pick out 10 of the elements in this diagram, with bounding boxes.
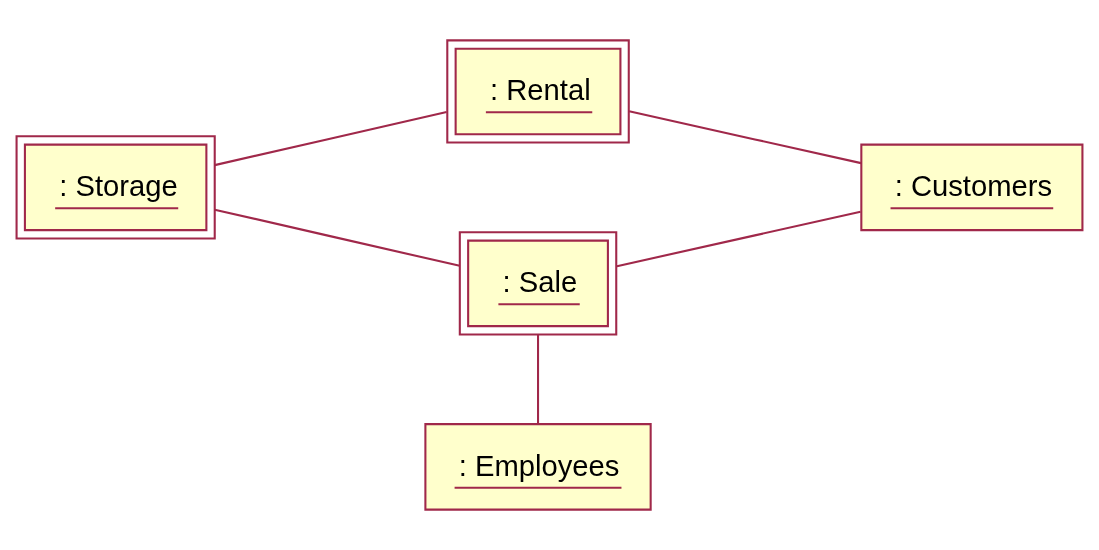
connector bbox=[537, 334, 540, 424]
node-box: : Employees bbox=[424, 423, 652, 511]
connector bbox=[214, 208, 460, 267]
connector bbox=[214, 110, 447, 167]
connector bbox=[616, 210, 861, 268]
node-box: : Rental bbox=[446, 39, 630, 144]
node-box: : Customers bbox=[860, 143, 1084, 232]
node-box: : Sale bbox=[458, 231, 618, 336]
connector bbox=[628, 110, 862, 165]
node-box: : Storage bbox=[15, 135, 216, 240]
